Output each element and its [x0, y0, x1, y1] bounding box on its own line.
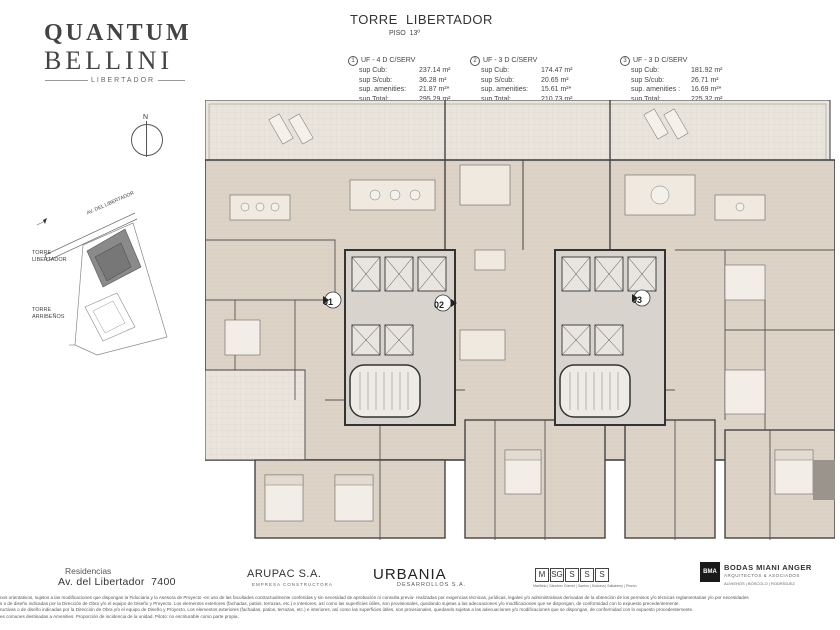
unit-marker-02: [434, 294, 457, 312]
area-label: sup S/cub:: [481, 76, 515, 84]
area-value: 210.73 m²: [541, 95, 573, 103]
area-value: 237.14 m²: [419, 67, 451, 74]
arupac-logo: ARUPAC S.A.: [247, 568, 322, 580]
area-label: sup S/cub:: [631, 76, 665, 84]
unit-number-badge: 1: [348, 56, 358, 66]
unit-number-badge: 2: [470, 56, 480, 66]
arupac-subtitle: EMPRESA CONSTRUCTORA: [252, 582, 333, 587]
area-value: 21.87 m²*: [419, 86, 450, 93]
brand-line2: BELLINI: [44, 46, 174, 75]
floor-label: PISO 13º: [389, 30, 420, 37]
area-value: 20.65 m²: [541, 76, 569, 84]
urbania-subtitle: DESARROLLOS S.A.: [397, 582, 467, 588]
area-label: sup Total:: [359, 95, 389, 103]
bma-name: BODAS MIANI ANGER: [724, 563, 812, 572]
area-value: 15.61 m²*: [541, 86, 572, 93]
unit-marker-03-label: 03: [632, 295, 643, 305]
bma-associates: AUVIEHOS | BÓSCOLO | RODRÍGUEZ: [724, 581, 795, 586]
urbania-logo: URBANIA: [373, 566, 447, 583]
page-title: TORRE LIBERTADOR: [350, 12, 493, 27]
floor-plan: [205, 100, 835, 540]
area-label: sup. amenities:: [481, 86, 529, 93]
bma-subtitle: ARQUITECTOS & ASOCIADOS: [724, 573, 800, 578]
area-value: 26.71 m²: [691, 76, 719, 84]
unit-marker-01-label: 01: [323, 297, 334, 307]
area-value: 181.92 m²: [691, 67, 723, 74]
area-label: sup Cub:: [359, 67, 388, 74]
unit-name: UF - 3 D C/SERV: [483, 57, 538, 65]
msgsss-subtitle: Mariñelo | Sánchez Gómez | Santos | Sols…: [533, 584, 637, 588]
unit-marker-02-label: 02: [434, 300, 445, 310]
area-value: 295.29 m²: [419, 95, 451, 103]
unit-name: UF - 3 D C/SERV: [633, 57, 688, 65]
area-value: 174.47 m²: [541, 67, 573, 74]
unit-name: UF - 4 D C/SERV: [361, 57, 416, 65]
brand-line3: LIBERTADOR: [88, 77, 159, 84]
area-label: sup. amenities :: [631, 86, 681, 93]
area-label: sup Total:: [481, 95, 511, 103]
key-plan: [36, 212, 168, 356]
north-arrow-line: [146, 121, 147, 157]
area-label: sup. amenities:: [359, 86, 407, 93]
unit-marker-01: [323, 291, 342, 309]
bma-logo-icon: BMA: [700, 562, 720, 582]
area-value: 36.28 m²: [419, 76, 447, 84]
area-label: sup Cub:: [481, 67, 510, 74]
area-value: 225.32 m²: [691, 95, 723, 103]
area-label: sup S/cub:: [359, 76, 393, 84]
footer-residences: Residencias: [65, 566, 112, 576]
unit-marker-03: [632, 289, 651, 307]
area-label: sup Total:: [631, 95, 661, 103]
area-value: 16.69 m²*: [691, 86, 722, 93]
brand-line1: QUANTUM: [44, 20, 192, 46]
unit-number-badge: 3: [620, 56, 630, 66]
area-label: sup Cub:: [631, 67, 660, 74]
north-arrow-icon: [131, 124, 163, 156]
north-label: N: [143, 114, 149, 121]
footer-address: Av. del Libertador 7400: [58, 576, 176, 588]
legal-disclaimer: nos orientativos, sujetos a las modifica…: [0, 595, 749, 619]
